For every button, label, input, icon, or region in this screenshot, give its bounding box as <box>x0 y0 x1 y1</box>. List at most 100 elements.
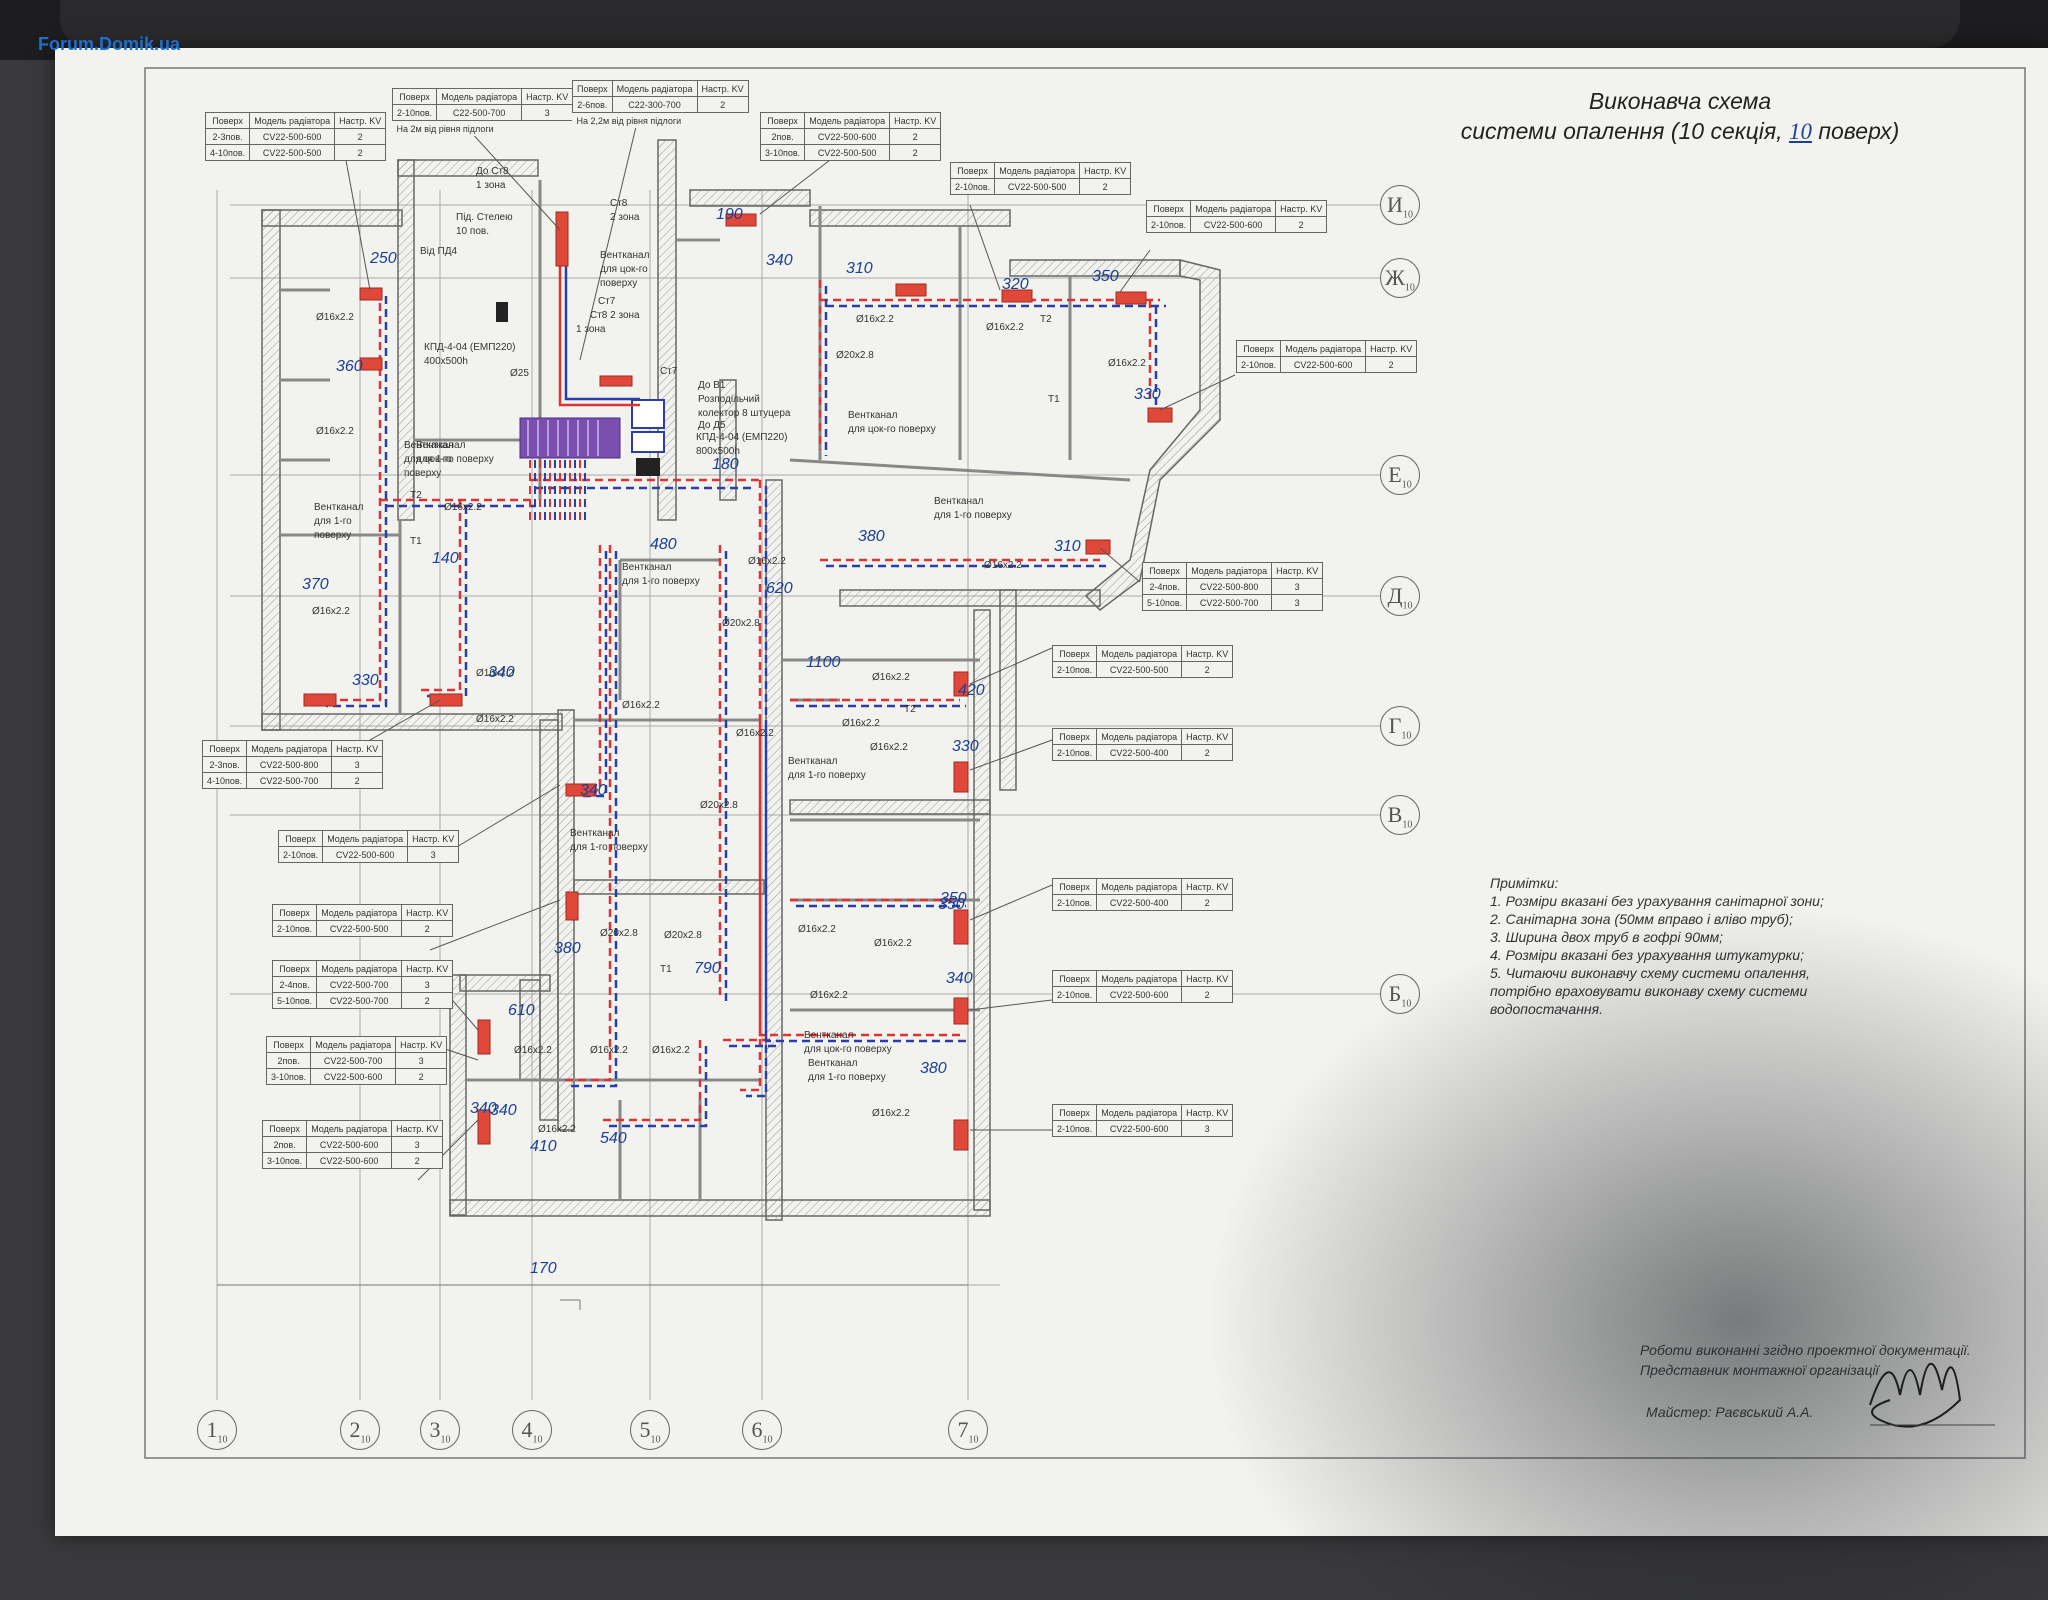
table-cell: CV22-500-500 <box>1096 661 1183 678</box>
plan-label: для 1-го поверху <box>622 576 700 587</box>
table-cell: CV22-500-700 <box>316 976 403 993</box>
table-header-cell: Поверх <box>949 162 996 179</box>
table-header-cell: Настр. KV <box>889 112 942 129</box>
plan-label: 1 зона <box>576 324 606 335</box>
table-header-cell: Настр. KV <box>401 904 454 921</box>
hand-dimension: 610 <box>508 1002 535 1019</box>
table-header-cell: Модель радіатора <box>1190 200 1277 217</box>
plan-label: Ø16x2.2 <box>1108 358 1146 369</box>
hand-dimension: 340 <box>470 1100 497 1117</box>
title-line-1: Виконавча схема <box>1588 88 1772 114</box>
sheet-frame <box>144 67 2026 1459</box>
plan-label: Ст8 <box>610 198 628 209</box>
plan-label: T2 <box>410 490 422 501</box>
plan-label: До Ст8 <box>476 166 509 177</box>
plan-label: Ø16x2.2 <box>872 1108 910 1119</box>
table-cell: 2пов. <box>265 1052 312 1069</box>
table-header-cell: Настр. KV <box>521 88 574 105</box>
table-header-cell: Поверх <box>1051 728 1098 745</box>
watermark: Forum.Domik.ua <box>38 34 181 54</box>
table-cell: 2 <box>889 128 942 145</box>
hand-dimension: 380 <box>858 528 885 545</box>
table-header-cell: Настр. KV <box>331 740 384 757</box>
table-cell: CV22-500-600 <box>322 846 409 863</box>
table-cell: 3 <box>407 846 460 863</box>
plan-label: Ст7 <box>660 366 678 377</box>
hand-dimension: 340 <box>488 664 515 681</box>
table-header-cell: Поверх <box>1051 1104 1098 1121</box>
walls <box>261 139 1221 1221</box>
plan-label: для цок-го поверху <box>804 1044 892 1055</box>
table-cell: CV22-500-500 <box>804 144 891 161</box>
hand-dimension: 420 <box>958 682 985 699</box>
distribution-collector <box>496 302 665 476</box>
notes-heading: Примітки: <box>1490 875 1559 891</box>
plan-label: для цок-го <box>600 264 648 275</box>
table-header-cell: Модель радіатора <box>310 1036 397 1053</box>
plan-label: Ø16x2.2 <box>590 1045 628 1056</box>
plan-label: Від ПД4 <box>420 246 458 257</box>
table-cell: 3 <box>391 1136 444 1153</box>
table-cell: 2-10пов. <box>1145 216 1192 233</box>
hand-dimension: 310 <box>846 260 873 277</box>
plan-label: Ø20x2.8 <box>700 800 738 811</box>
table-header-cell: Настр. KV <box>407 830 460 847</box>
table-cell: CV22-500-600 <box>306 1136 393 1153</box>
note-item: 5. Читаючи виконавчу схему системи опале… <box>1490 965 1810 981</box>
table-cell: 2 <box>334 144 387 161</box>
plan-label: T2 <box>904 704 916 715</box>
axis-marker-letter: Д10 <box>1380 576 1420 616</box>
table-cell: 2-3пов. <box>204 128 251 145</box>
table-cell: 2 <box>1181 744 1234 761</box>
table-cell: 2-10пов. <box>949 178 996 195</box>
table-cell: C22-300-700 <box>611 96 698 113</box>
axis-marker-number: 710 <box>948 1410 988 1450</box>
notes-block: Примітки: 1. Розміри вказані без урахува… <box>1490 874 1930 1018</box>
axis-marker-number: 410 <box>512 1410 552 1450</box>
hand-dimension: 310 <box>1054 538 1081 555</box>
hand-dimension: 350 <box>1092 268 1119 285</box>
plan-label: для 1-го поверху <box>570 842 648 853</box>
plan-label: Вентканал <box>934 496 984 507</box>
plan-label: Ø16x2.2 <box>984 560 1022 571</box>
axis-marker-letter: В10 <box>1380 795 1420 835</box>
plan-label: Ø20x2.8 <box>600 928 638 939</box>
hand-dimension: 380 <box>920 1060 947 1077</box>
plan-label: Ø16x2.2 <box>312 606 350 617</box>
plan-label: Ø16x2.2 <box>514 1045 552 1056</box>
plan-label: 2 зона <box>610 212 640 223</box>
table-header-cell: Поверх <box>1141 562 1188 579</box>
table-cell: 2-10пов. <box>1051 986 1098 1003</box>
table-cell: 3 <box>395 1052 448 1069</box>
plan-label: колектор 8 штуцера <box>698 408 791 419</box>
plan-label: Ø16x2.2 <box>316 312 354 323</box>
table-header-cell: Модель радіатора <box>316 904 403 921</box>
table-cell: 5-10пов. <box>271 992 318 1009</box>
plan-label: Вентканал <box>404 440 454 451</box>
hand-dimension: 350 <box>940 890 967 907</box>
plan-label: T1 <box>410 536 422 547</box>
plan-label: Ст8 2 зона <box>590 310 640 321</box>
table-header-cell: Поверх <box>391 88 438 105</box>
table-header-cell: Поверх <box>1051 970 1098 987</box>
hand-dimension: 340 <box>580 782 607 799</box>
plan-label: 800х500h <box>696 446 740 457</box>
table-header-cell: Настр. KV <box>334 112 387 129</box>
table-cell: 2пов. <box>261 1136 308 1153</box>
table-cell: CV22-500-600 <box>306 1152 393 1169</box>
